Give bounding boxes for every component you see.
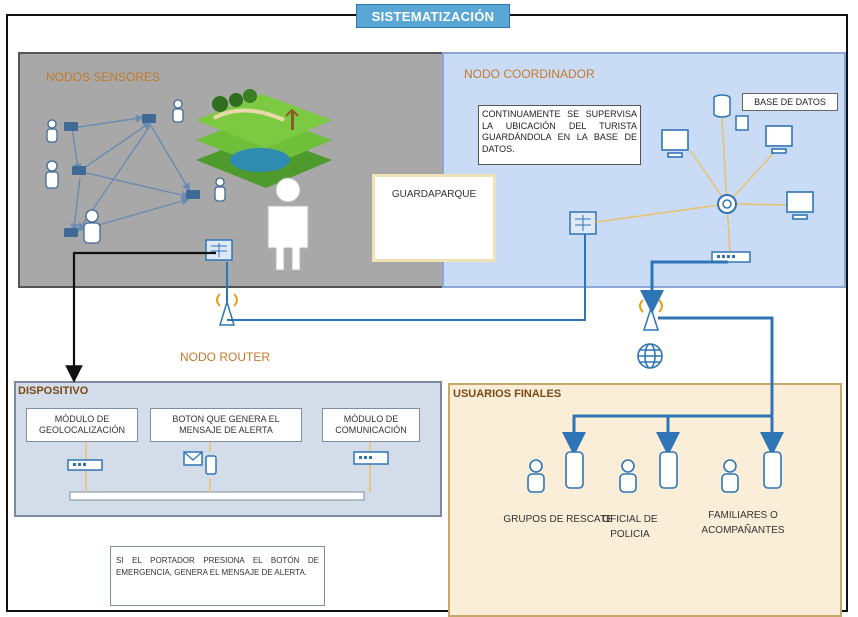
coordinator-node-label: NODO COORDINADOR xyxy=(464,67,595,81)
diagram-title: SISTEMATIZACIÓN xyxy=(356,4,510,28)
police-officer-label: OFICIAL DE POLICIA xyxy=(602,514,658,540)
geolocation-module-icon xyxy=(67,459,103,471)
computer-icon xyxy=(765,125,793,154)
network-links xyxy=(226,234,586,321)
mail-icon xyxy=(183,451,203,466)
police-person-icon xyxy=(619,459,637,493)
person-icon xyxy=(83,209,101,244)
sensor-node-icon xyxy=(64,122,78,131)
switch-icon xyxy=(711,251,751,263)
geolocation-module-box: MÓDULO DE GEOLOCALIZACIÓN xyxy=(26,408,138,442)
computer-icons xyxy=(661,125,814,220)
family-person-icon xyxy=(721,459,739,493)
communication-module-icon xyxy=(353,451,389,465)
computer-icon xyxy=(661,129,689,158)
family-companions-label: FAMILIARES O ACOMPAÑANTES xyxy=(701,510,785,536)
database-icon xyxy=(713,94,749,131)
router-node-label: NODO ROUTER xyxy=(180,350,270,364)
device-link xyxy=(65,251,216,383)
sensor-node-icons xyxy=(64,114,200,237)
end-user-icons xyxy=(527,451,782,493)
sensor-node-icon xyxy=(186,190,200,199)
landscape-illustration xyxy=(196,89,332,188)
end-users-panel xyxy=(448,383,842,617)
coordinator-note: CONTINUAMENTE SE SUPERVISA LA UBICACIÓN … xyxy=(478,105,641,165)
internet-antenna-icon xyxy=(639,299,663,331)
coordinator-device-icon xyxy=(569,211,597,235)
ranger-box: GUARDAPARQUE xyxy=(372,174,496,262)
coordinator-node-panel xyxy=(442,52,846,288)
sensor-nodes-label: NODOS SENSORES xyxy=(46,70,161,84)
sensor-node-icon xyxy=(64,228,78,237)
device-bus xyxy=(69,442,371,501)
small-person-icons xyxy=(45,99,226,244)
alert-button-box: BOTON QUE GENERA EL MENSAJE DE ALERTA xyxy=(150,408,302,442)
person-icon xyxy=(45,160,59,189)
database-label: BASE DE DATOS xyxy=(742,93,838,111)
large-person-icon xyxy=(267,177,309,271)
rescue-person-icon xyxy=(527,459,545,493)
computer-icon xyxy=(786,191,814,220)
end-users-label: USUARIOS FINALES xyxy=(453,388,562,400)
sensor-node-icon xyxy=(142,114,156,123)
sensor-gateway-icon xyxy=(205,239,233,261)
globe-icon xyxy=(637,343,663,369)
person-icon xyxy=(172,99,184,123)
person-icon xyxy=(46,119,58,143)
ranger-label: GUARDAPARQUE xyxy=(391,189,477,200)
police-phone-icon xyxy=(659,451,678,489)
family-phone-icon xyxy=(763,451,782,489)
emergency-note: SI EL PORTADOR PRESIONA EL BOTÓN DE EMER… xyxy=(110,546,325,606)
device-label: DISPOSITIVO xyxy=(18,385,89,397)
rescue-groups-label: GRUPOS DE RESCATE xyxy=(503,514,613,525)
rescue-phone-icon xyxy=(565,451,584,489)
communication-module-box: MÓDULO DE COMUNICACIÓN xyxy=(322,408,420,442)
person-icon xyxy=(214,177,226,202)
device-phone-icon xyxy=(205,455,217,475)
sensor-node-icon xyxy=(72,166,86,175)
internet-links xyxy=(562,260,784,456)
hub-icon xyxy=(717,194,737,214)
